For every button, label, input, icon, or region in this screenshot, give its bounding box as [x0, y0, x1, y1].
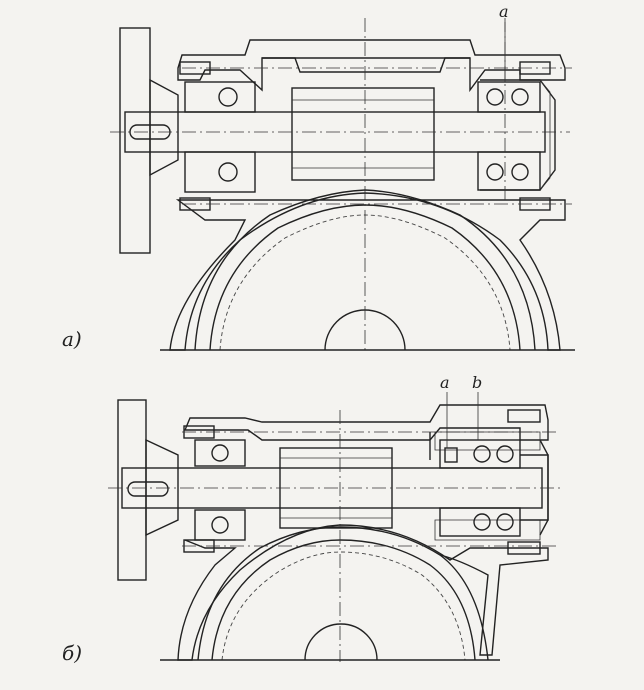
bearing-cap-a: [480, 79, 556, 191]
left-bearing-b: [194, 439, 246, 541]
housing-body-b: [177, 524, 549, 661]
left-bearing-a: [184, 81, 256, 193]
figure-a: a a): [62, 2, 575, 352]
callout-b-fig-b: b: [472, 373, 482, 392]
callout-a-fig-b: a: [440, 373, 450, 392]
figure-b-label: б): [62, 641, 82, 665]
worm-a: [291, 87, 435, 181]
right-bearing-a: [477, 81, 541, 191]
shaft-keyway-b: [127, 481, 169, 497]
gear-hub-b: [304, 623, 378, 661]
flange-hub-b: [145, 438, 179, 537]
housing-body-a: [169, 192, 566, 351]
housing-top-b: [183, 404, 549, 441]
right-bearing-b: [439, 439, 521, 537]
figure-b: a b б): [62, 373, 560, 665]
figure-a-label: a): [62, 327, 82, 351]
flange-hub-a: [149, 78, 179, 177]
gear-rim-b: [197, 526, 489, 661]
callout-a-fig-a: a: [499, 2, 509, 21]
